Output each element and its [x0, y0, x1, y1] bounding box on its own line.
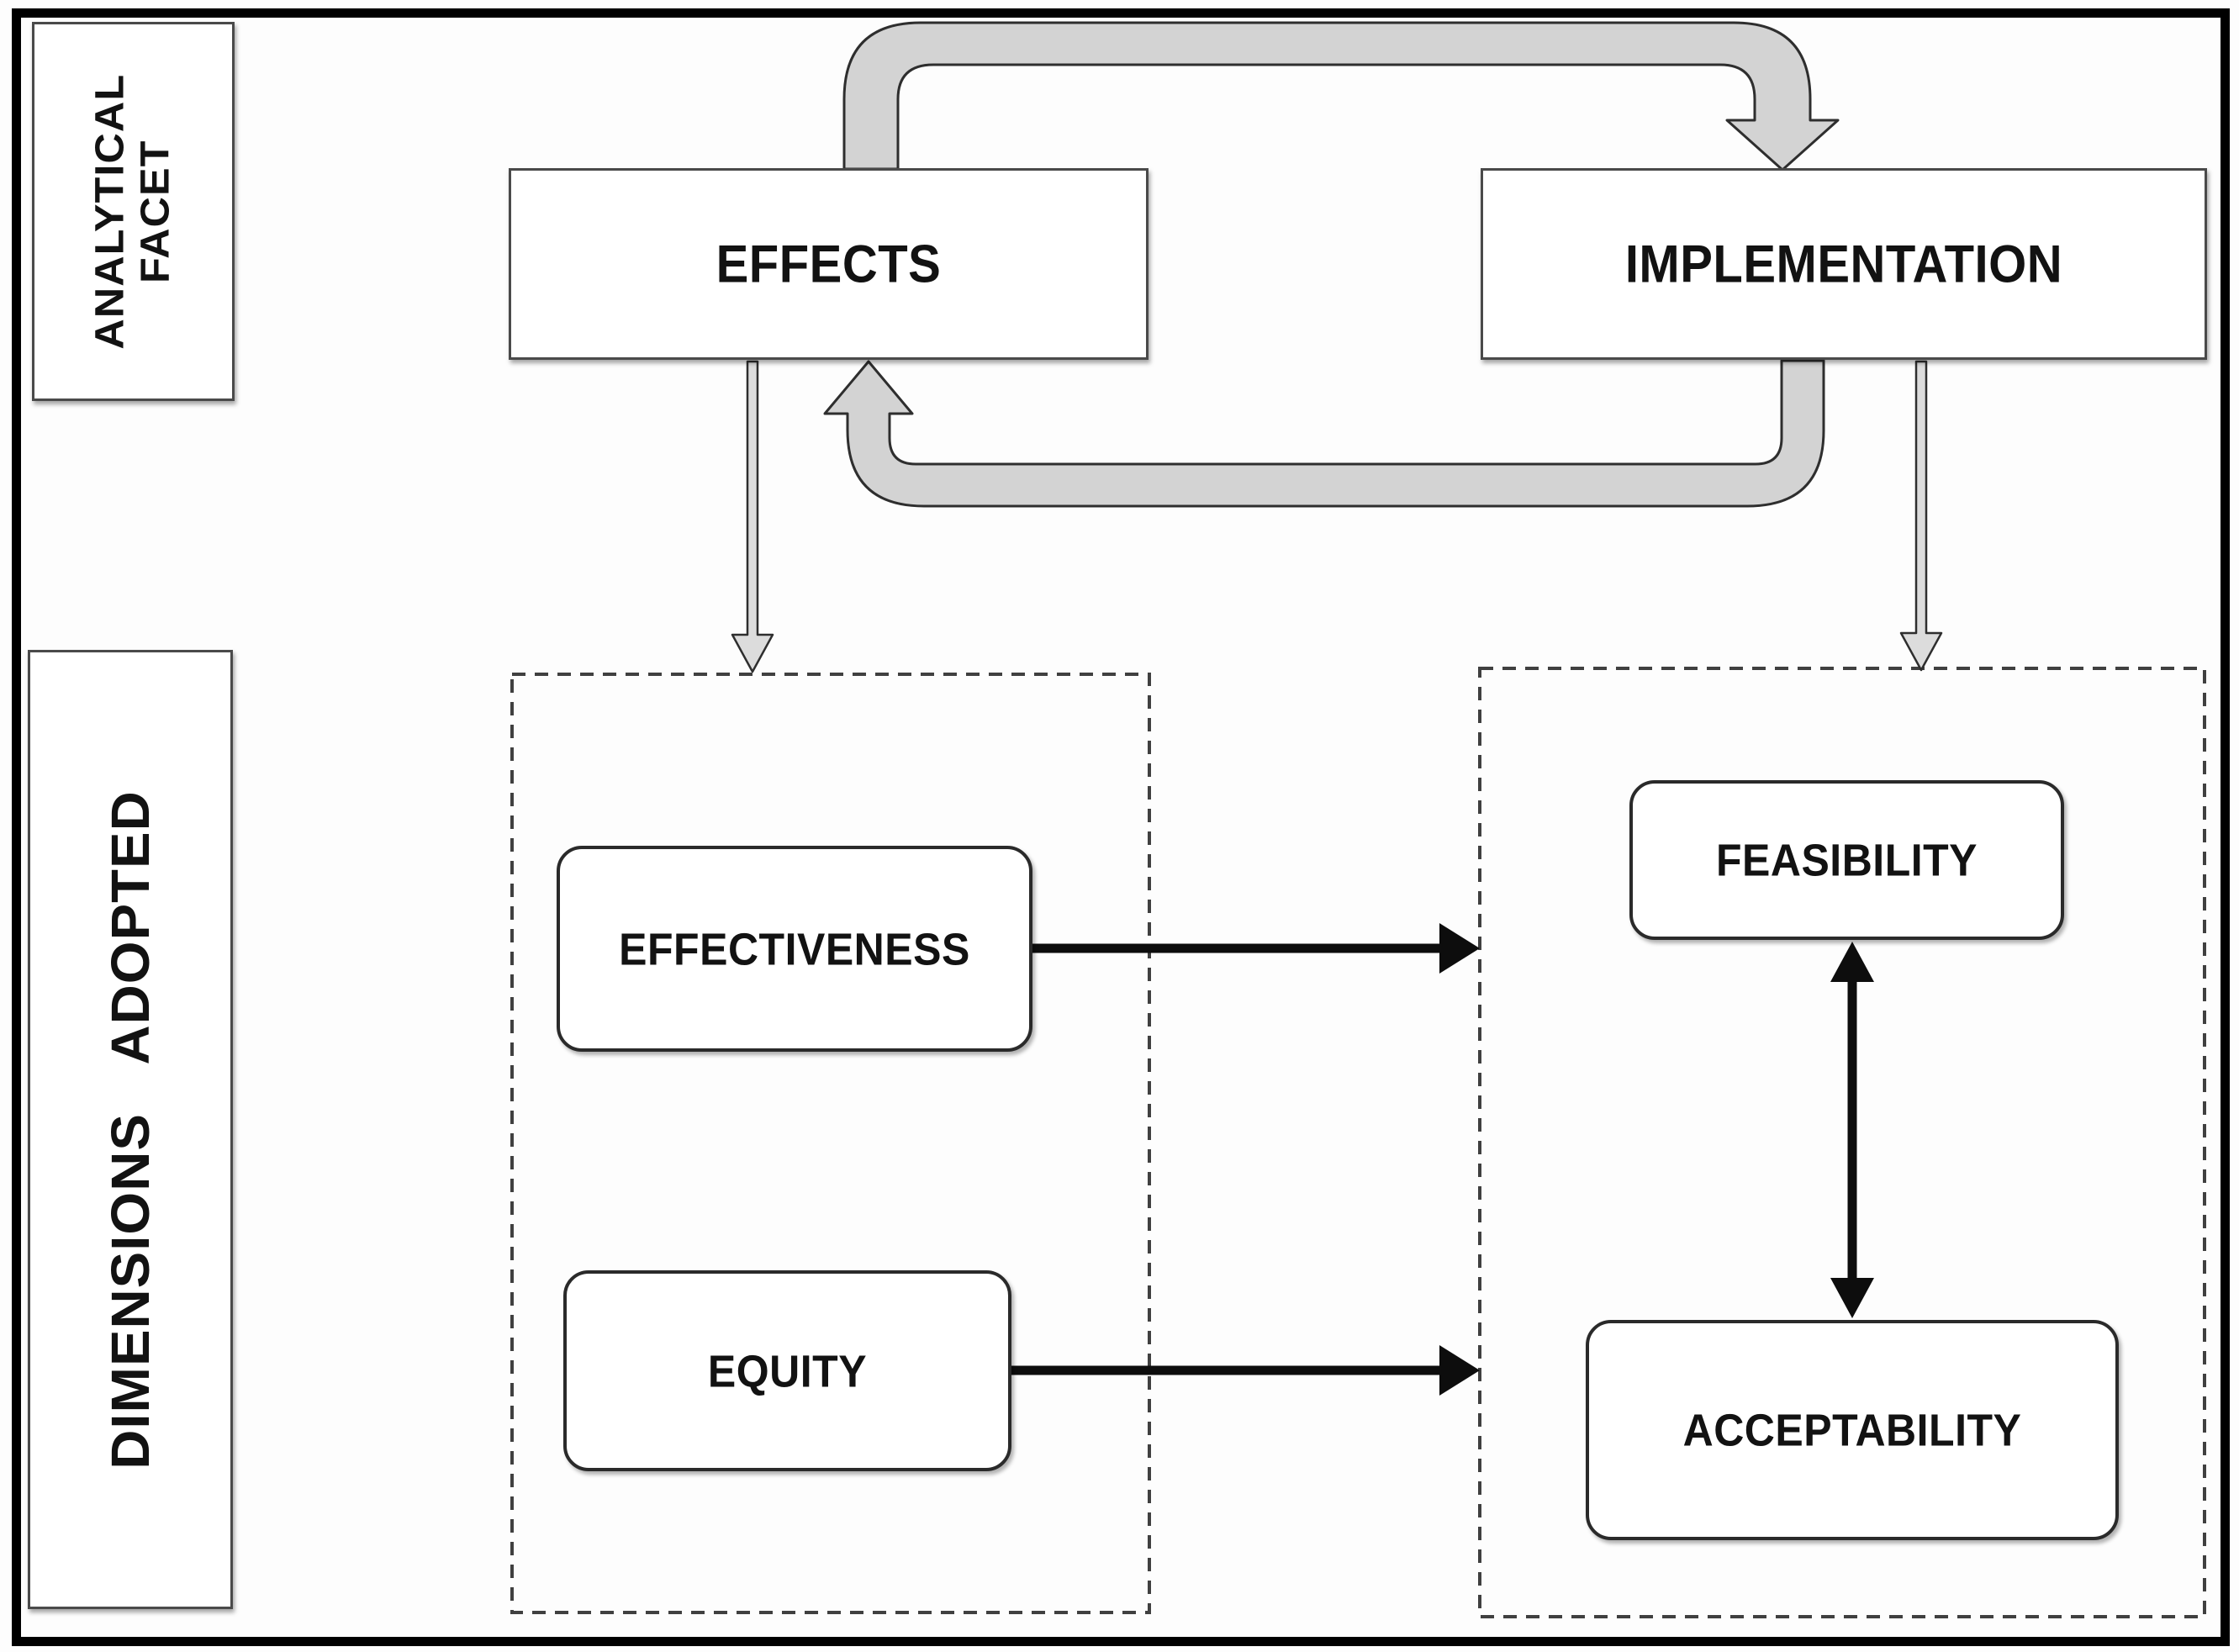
implementation-dimensions-dashed-box	[1478, 667, 2206, 1618]
acceptability-label: ACCEPTABILITY	[1682, 1404, 2022, 1456]
arrow-effectiveness-to-feasibility	[1032, 923, 1480, 974]
acceptability-box: ACCEPTABILITY	[1586, 1320, 2119, 1540]
equity-label: EQUITY	[707, 1345, 868, 1396]
feasibility-box: FEASIBILITY	[1629, 780, 2064, 940]
effects-box: EFFECTS	[509, 168, 1149, 360]
implementation-box: IMPLEMENTATION	[1481, 168, 2207, 360]
effectiveness-label: EFFECTIVENESS	[619, 923, 970, 974]
gray-arrow-implementation-to-dimensions	[1899, 360, 1943, 672]
implementation-label: IMPLEMENTATION	[1624, 234, 2063, 294]
equity-box: EQUITY	[563, 1270, 1011, 1471]
loop-arrow-implementation-to-effects	[823, 359, 1825, 508]
double-arrow-feasibility-acceptability	[1830, 942, 1874, 1318]
gray-arrow-effects-to-dimensions	[731, 360, 774, 673]
effects-label: EFFECTS	[716, 234, 942, 294]
effectiveness-box: EFFECTIVENESS	[557, 846, 1032, 1052]
effects-dimensions-dashed-box	[510, 673, 1151, 1614]
analytical-facet-label: ANALYTICAL FACET	[87, 73, 178, 350]
feasibility-label: FEASIBILITY	[1715, 834, 1978, 886]
dimensions-adopted-box: DIMENSIONS ADOPTED	[28, 650, 233, 1609]
loop-arrow-effects-to-implementation	[842, 21, 1840, 172]
dimensions-adopted-label: DIMENSIONS ADOPTED	[100, 789, 161, 1470]
analytical-facet-box: ANALYTICAL FACET	[32, 22, 235, 401]
arrow-equity-to-acceptability	[1011, 1345, 1480, 1396]
